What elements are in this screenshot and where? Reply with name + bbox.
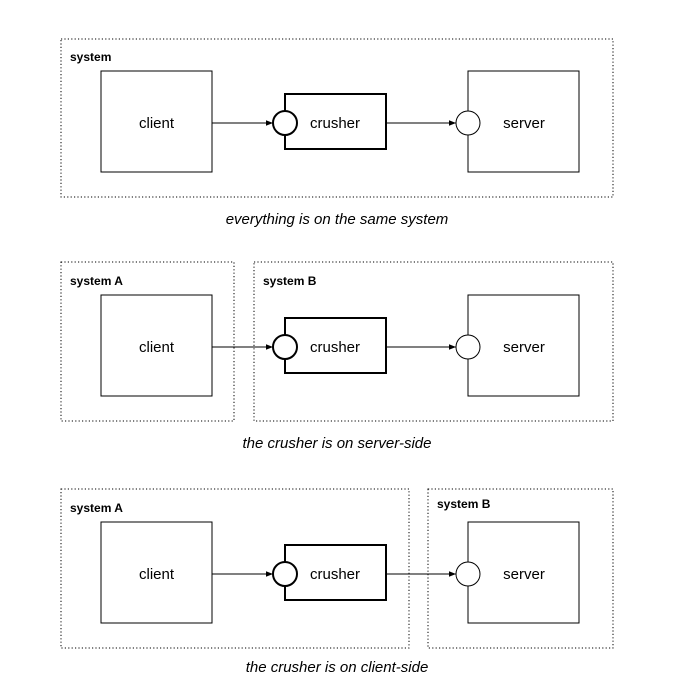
caption: everything is on the same system <box>226 211 449 228</box>
server-port <box>455 110 481 136</box>
system-b-boundary <box>253 261 614 422</box>
crusher-port <box>272 110 298 136</box>
server-port <box>455 334 481 360</box>
server-label: server <box>503 566 545 583</box>
system-boundary <box>60 38 614 198</box>
client-node <box>100 521 213 624</box>
crusher-node <box>284 93 387 150</box>
system-a-boundary <box>60 261 235 422</box>
client-node <box>100 294 213 397</box>
crusher-port <box>272 561 298 587</box>
system-a-boundary <box>60 488 410 649</box>
crusher-port <box>272 334 298 360</box>
system-b-boundary <box>427 488 614 649</box>
crusher-label: crusher <box>310 566 360 583</box>
client-label: client <box>139 339 175 356</box>
diagram-server-side: system A system B client crusher server … <box>60 261 614 452</box>
caption: the crusher is on server-side <box>243 435 432 452</box>
crusher-label: crusher <box>310 115 360 132</box>
client-node <box>100 70 213 173</box>
client-label: client <box>139 566 175 583</box>
server-label: server <box>503 115 545 132</box>
system-a-label: system A <box>70 501 123 515</box>
server-label: server <box>503 339 545 356</box>
system-a-label: system A <box>70 274 123 288</box>
server-port <box>455 561 481 587</box>
system-label: system <box>70 50 111 64</box>
system-b-label: system B <box>263 274 317 288</box>
crusher-node <box>284 544 387 601</box>
system-b-label: system B <box>437 497 491 511</box>
crusher-label: crusher <box>310 339 360 356</box>
diagram-client-side: system A system B client crusher server … <box>60 488 614 676</box>
diagram-same-system: system client crusher server everything … <box>60 38 614 228</box>
client-label: client <box>139 115 175 132</box>
caption: the crusher is on client-side <box>246 659 429 676</box>
